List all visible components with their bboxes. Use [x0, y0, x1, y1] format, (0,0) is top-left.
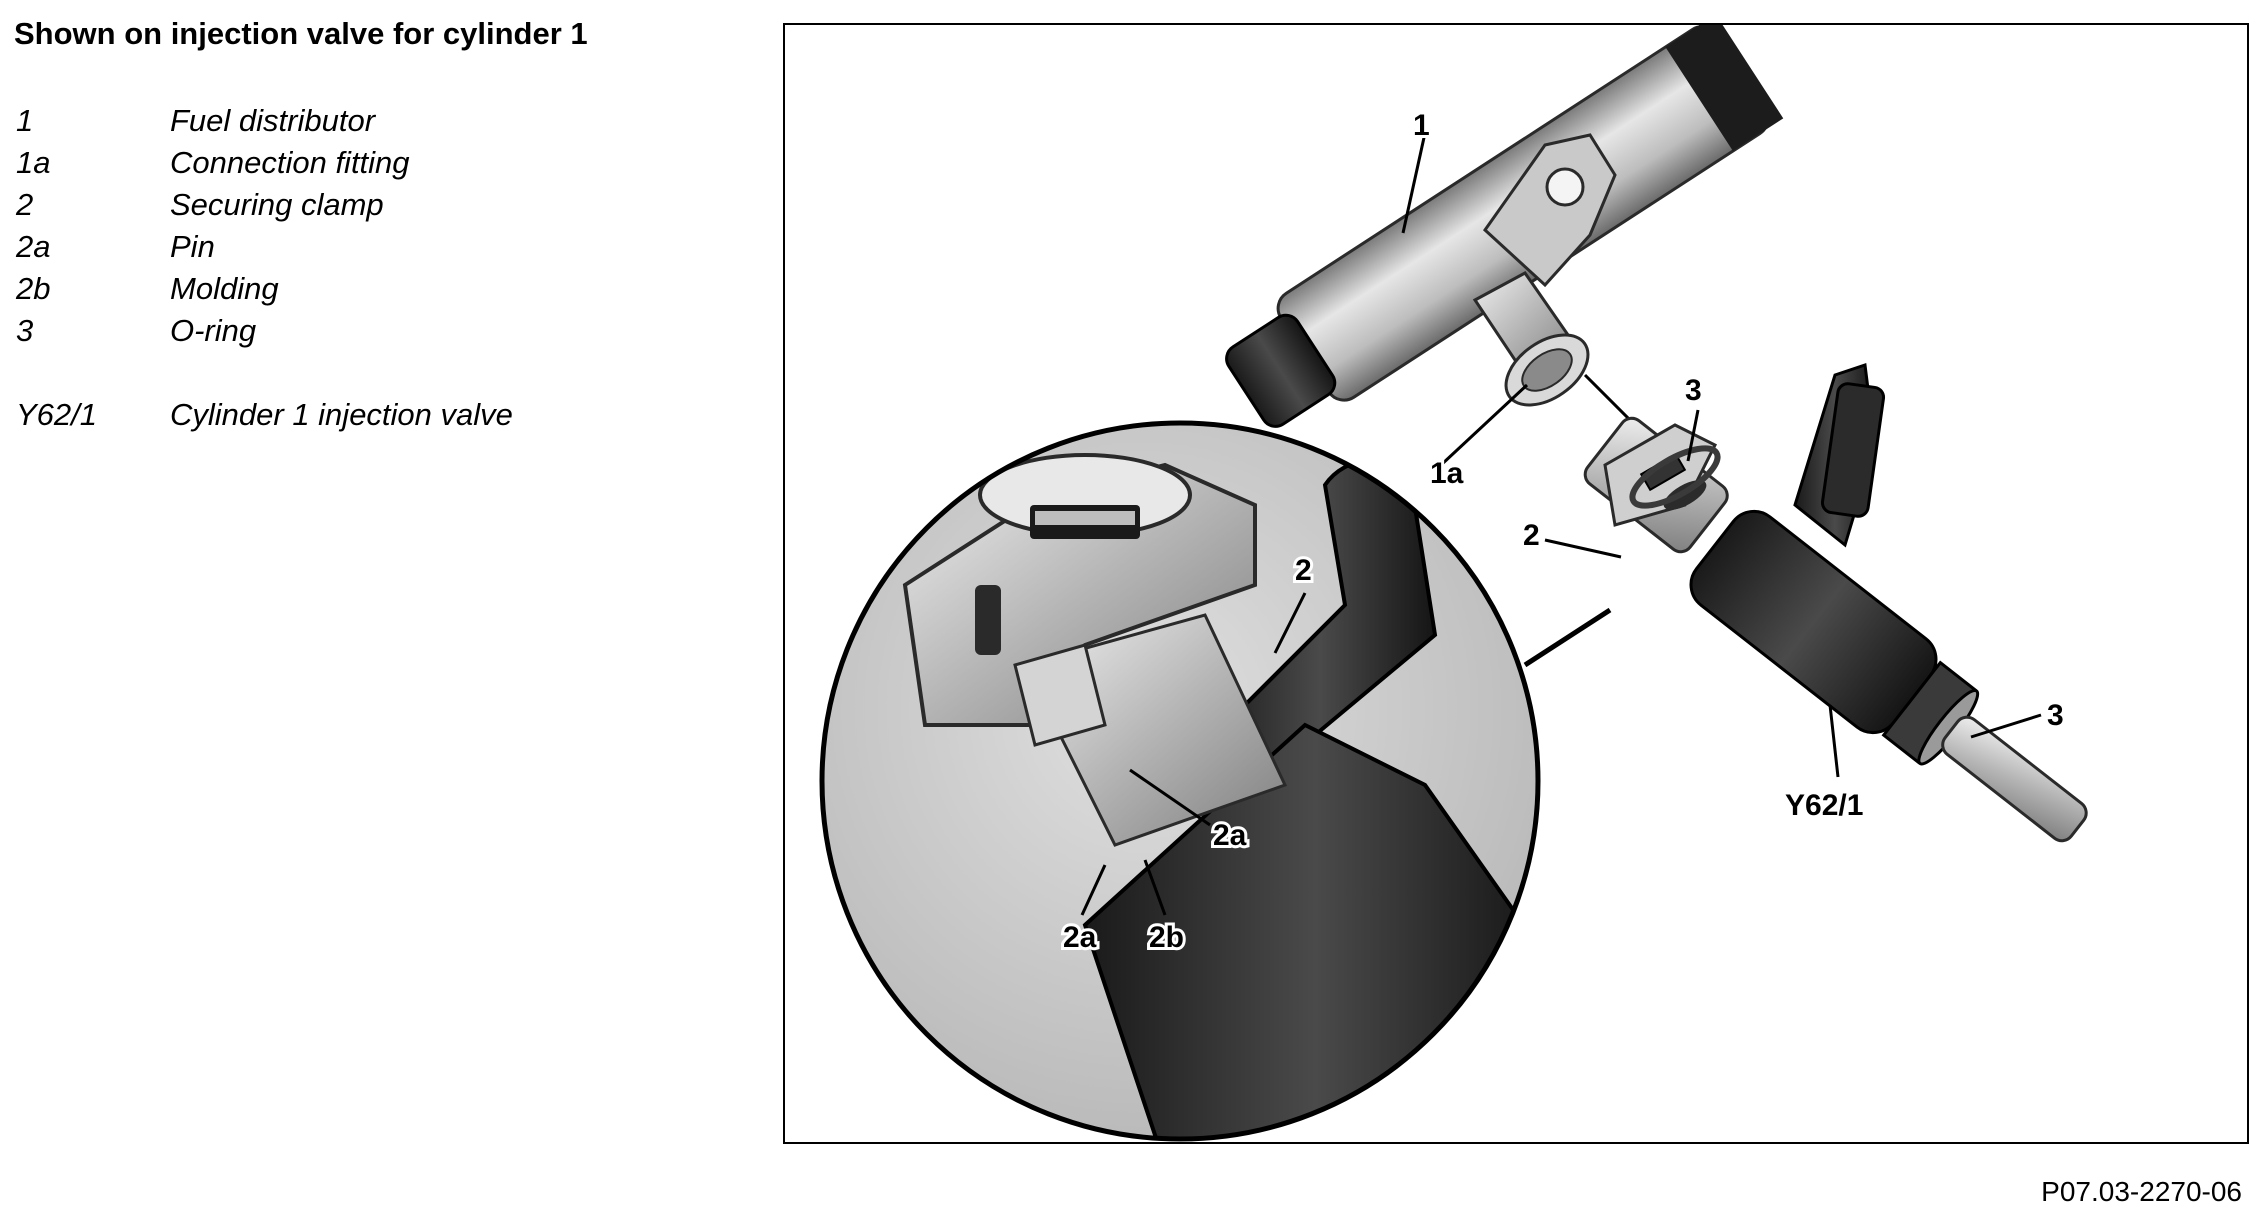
- fuel-distributor: [1225, 25, 1784, 428]
- legend-code: 2: [16, 187, 34, 222]
- legend-code: 1: [16, 103, 34, 138]
- detail-callout-2a-left: 2a: [1063, 921, 1097, 954]
- legend-item: 2 Securing clamp: [16, 184, 513, 226]
- callout-y62-1: Y62/1: [1785, 789, 1863, 822]
- legend-code: Y62/1: [16, 397, 98, 432]
- callout-1: 1: [1413, 109, 1430, 142]
- detail-callout-2: 2: [1295, 554, 1312, 587]
- legend-item: Y62/1 Cylinder 1 injection valve: [16, 394, 513, 436]
- callout-2: 2: [1523, 519, 1540, 552]
- figure-reference: P07.03-2270-06: [2041, 1176, 2242, 1207]
- leader-lines: [1080, 132, 2042, 916]
- legend-label: Cylinder 1 injection valve: [170, 397, 513, 432]
- legend-label: Securing clamp: [170, 187, 384, 222]
- legend-item: 3 O-ring: [16, 310, 513, 352]
- legend-code: 3: [16, 313, 34, 348]
- legend-item: 2b Molding: [16, 268, 513, 310]
- legend-item: 1 Fuel distributor: [16, 100, 513, 142]
- legend: 1 Fuel distributor 1a Connection fitting…: [16, 100, 513, 436]
- legend-code: 2b: [16, 271, 51, 306]
- detail-view: [819, 420, 1541, 1142]
- detail-callout-2a-right: 2a: [1213, 819, 1247, 852]
- legend-code: 1a: [16, 145, 51, 180]
- detail-callout-2b: 2b: [1149, 921, 1184, 954]
- legend-label: Connection fitting: [170, 145, 410, 180]
- legend-label: O-ring: [170, 313, 257, 348]
- legend-item: 2a Pin: [16, 226, 513, 268]
- injection-valve: [1583, 362, 2088, 843]
- injector-illustration: 1 1a 3 2 3 Y62/1 2 2a 2a 2b: [819, 25, 2088, 1142]
- legend-code: 2a: [16, 229, 51, 264]
- callout-1a: 1a: [1430, 457, 1464, 490]
- page-title: Shown on injection valve for cylinder 1: [14, 16, 588, 51]
- callout-3-bottom: 3: [2047, 699, 2064, 732]
- legend-label: Pin: [170, 229, 215, 264]
- legend-spacer: [16, 352, 513, 394]
- figure-frame: 1 1a 3 2 3 Y62/1 2 2a 2a 2b: [783, 23, 2249, 1144]
- detail-pointer-line: [1523, 607, 1612, 668]
- callout-3-top: 3: [1685, 374, 1702, 407]
- legend-label: Molding: [170, 271, 279, 306]
- legend-item: 1a Connection fitting: [16, 142, 513, 184]
- legend-label: Fuel distributor: [170, 103, 376, 138]
